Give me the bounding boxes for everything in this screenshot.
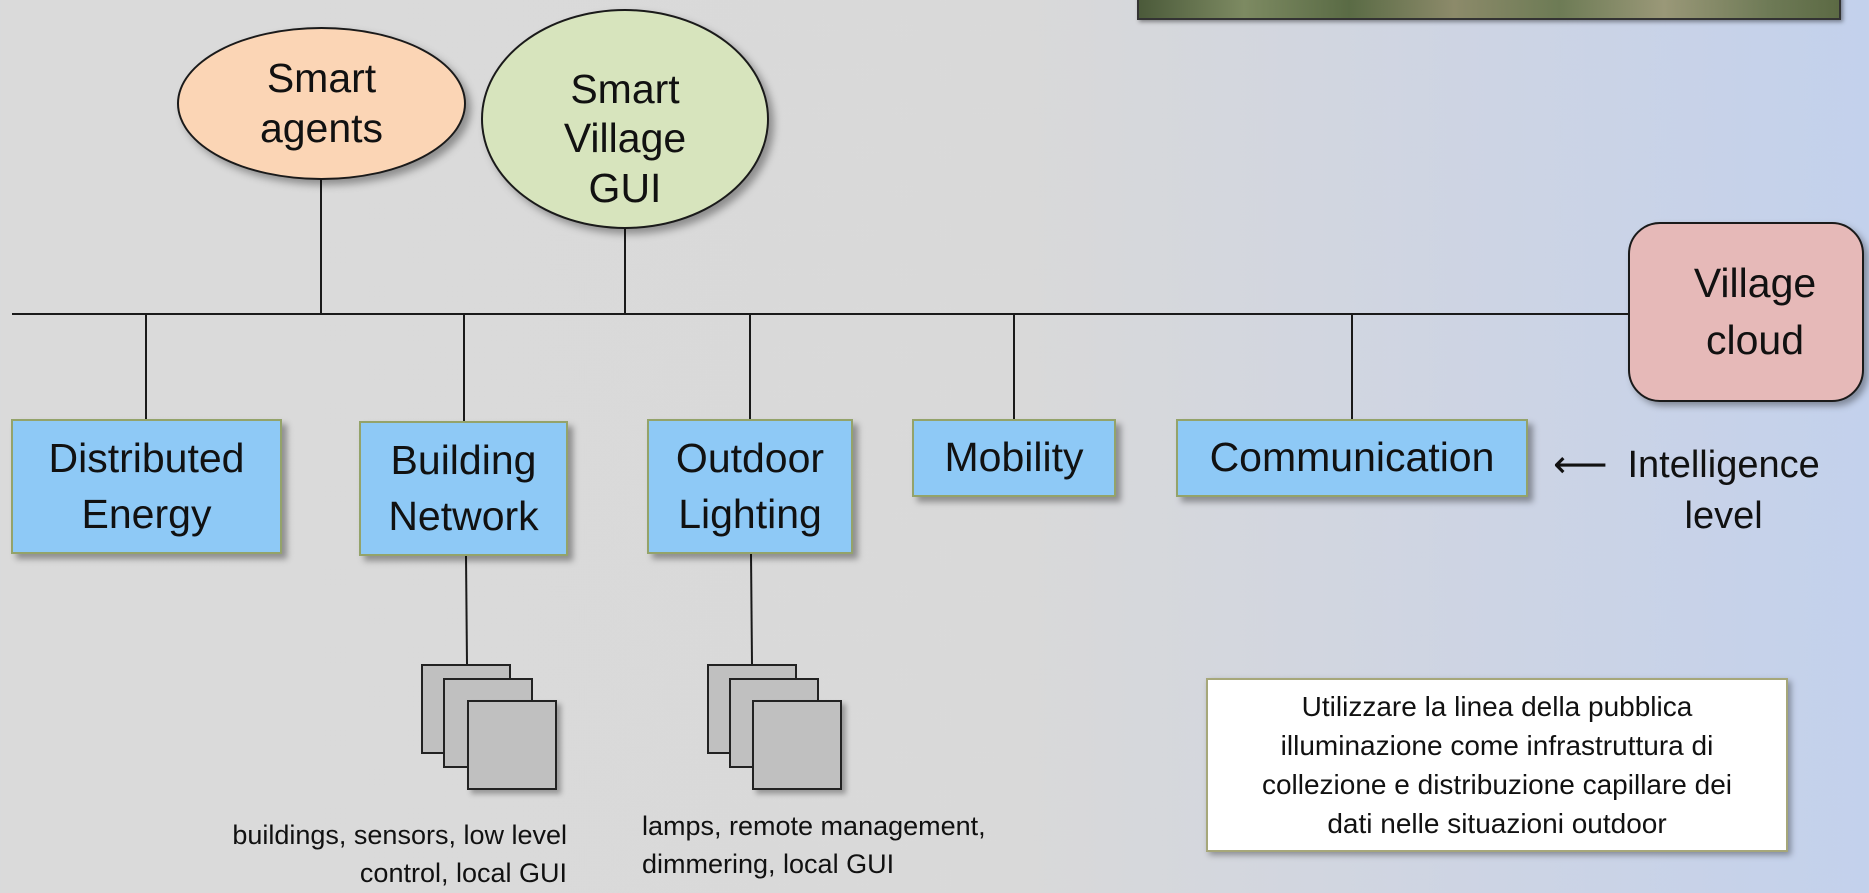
module-distributed-energy: Distributed Energy	[11, 419, 282, 554]
village-cloud-label: Village cloud	[1693, 259, 1817, 363]
module-mobility-label: Mobility	[944, 434, 1084, 481]
lighting-caption: lamps, remote management, dimmering, loc…	[642, 811, 986, 879]
left-arrow-icon: ⟵	[1553, 444, 1608, 486]
device-square-icon	[467, 700, 557, 790]
building-caption: buildings, sensors, low level control, l…	[232, 820, 567, 888]
module-building-network: Building Network	[359, 421, 568, 556]
module-building-network-label: Building Network	[388, 437, 539, 539]
module-outdoor-lighting: Outdoor Lighting	[647, 419, 853, 554]
note-box: Utilizzare la linea della pubblica illum…	[1206, 678, 1788, 852]
module-communication: Communication	[1176, 419, 1528, 497]
module-outdoor-lighting-label: Outdoor Lighting	[675, 435, 825, 537]
smart-village-gui-node: Smart Village GUI	[481, 9, 769, 229]
module-communication-label: Communication	[1209, 434, 1495, 481]
intelligence-level-label: Intelligence level	[1627, 444, 1820, 538]
aerial-photo	[1137, 0, 1841, 20]
module-mobility: Mobility	[912, 419, 1116, 497]
wire-building-devices	[465, 555, 468, 665]
smart-agents-label: Smart agents	[259, 55, 384, 151]
wire-lighting-devices	[750, 553, 753, 665]
device-square-icon	[752, 700, 842, 790]
smart-village-gui-label: Smart Village GUI	[563, 66, 687, 211]
smart-agents-node: Smart agents	[177, 27, 466, 180]
note-text: Utilizzare la linea della pubblica illum…	[1261, 690, 1733, 840]
village-cloud-node: Village cloud	[1628, 222, 1864, 402]
intelligence-level-indicator: ⟵ Intelligence level	[1553, 440, 1820, 543]
module-distributed-energy-label: Distributed Energy	[48, 435, 245, 537]
